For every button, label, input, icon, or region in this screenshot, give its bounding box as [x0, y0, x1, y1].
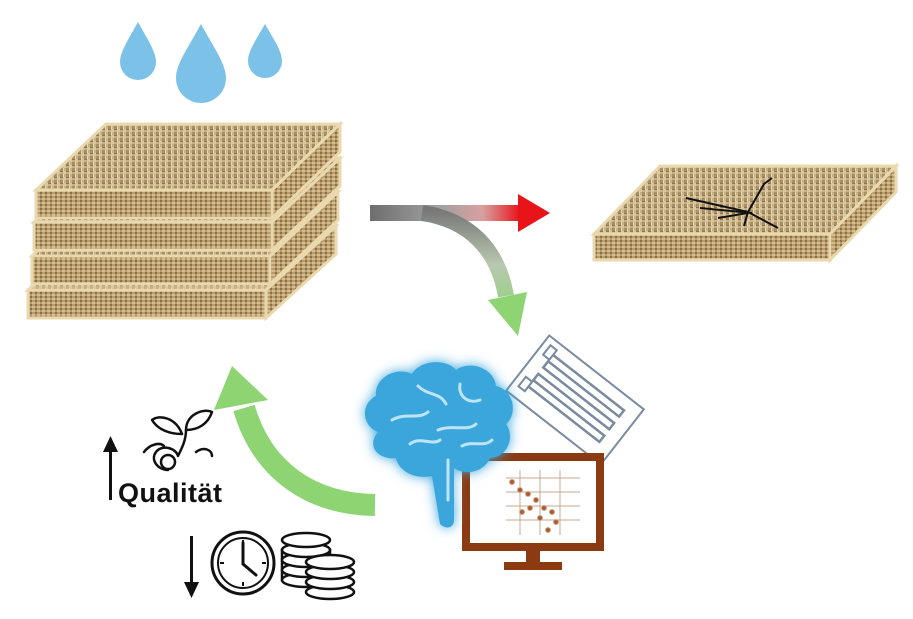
monitor-icon: [462, 453, 604, 570]
increase-arrow: [103, 436, 118, 500]
laminate-ply-1: [32, 120, 344, 222]
feedback-arrow: [214, 366, 376, 516]
quality-label: Qualität: [118, 478, 223, 508]
coins-icon: [280, 531, 356, 601]
drop-right: [248, 24, 282, 78]
coin-stack-front: [304, 553, 356, 601]
strain-gauge-icon: [504, 334, 646, 466]
cracked-panel: [590, 162, 900, 264]
drop-left: [120, 22, 156, 80]
seedling-icon: [142, 409, 214, 472]
monitor-graph: [506, 470, 580, 535]
drop-center: [176, 24, 226, 103]
decrease-arrow: [184, 536, 199, 598]
monitoring-arrow: [420, 205, 527, 336]
clock-icon: [210, 530, 276, 596]
laminate-stack: [24, 120, 344, 322]
crack-lines: [685, 177, 779, 229]
water-drops-icon: [120, 22, 282, 103]
brain-icon: [364, 362, 513, 528]
